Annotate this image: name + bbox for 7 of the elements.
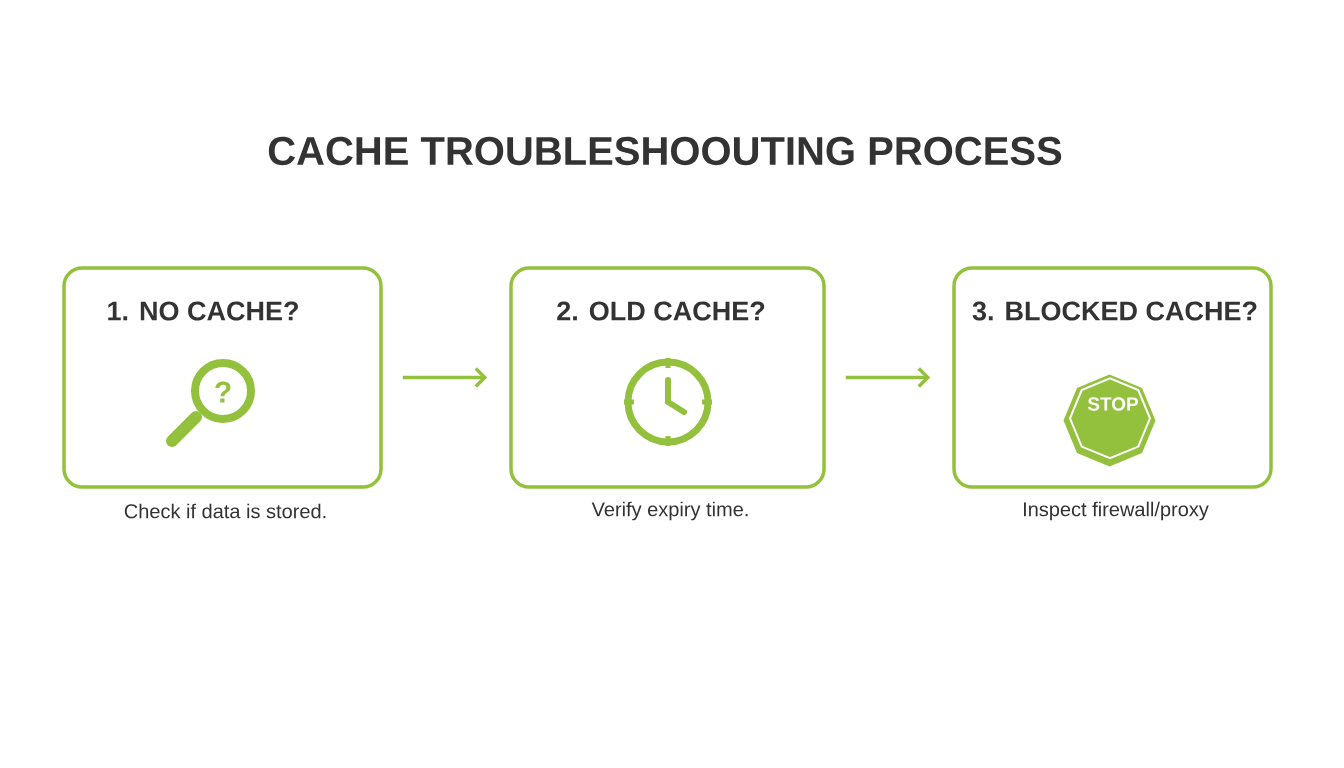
arrow — [845, 367, 931, 388]
node-label: Inspect firewall/proxy — [1024, 501, 1209, 521]
title: CACHE TROUBLESHOOUTING PROCESS — [268, 136, 1062, 166]
node-label: Check if data is stored. — [124, 503, 326, 519]
node-label: Verify expiry time. — [591, 501, 748, 521]
arrow — [402, 367, 488, 388]
process-box: 2. OLD CACHE? — [509, 266, 826, 489]
